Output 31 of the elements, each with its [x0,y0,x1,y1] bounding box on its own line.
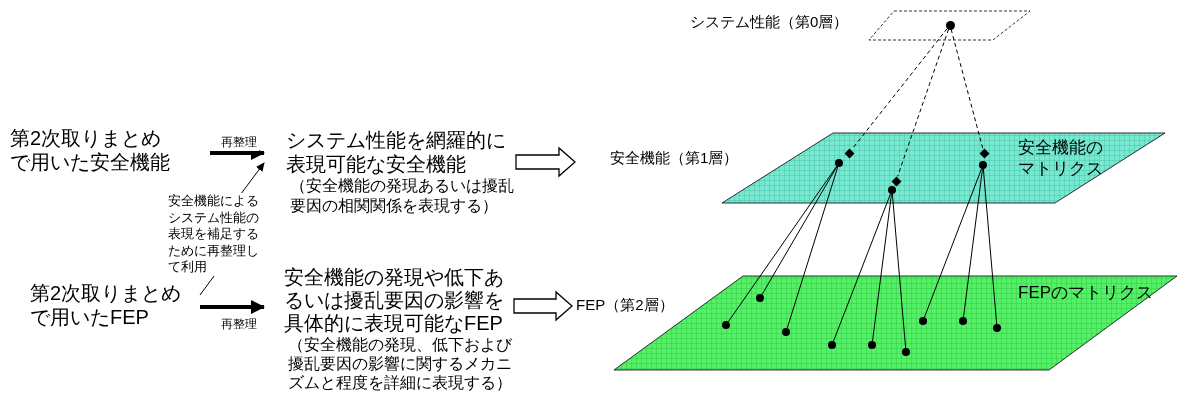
edge-label: 再整理 [219,316,259,333]
edge-label: 再整理 [219,134,259,151]
matrix-label: FEPのマトリクス [1018,282,1155,303]
note-text: 安全機能によるシステム性能の表現を補足するために再整理して利用 [168,193,260,276]
heading-text: 第2次取りまとめで用いたFEP [30,281,183,329]
dashed-line [897,28,950,177]
heading-text: 安全機能の発現や低下あるいは擾乱要因の影響を具体的に表現可能なFEP [284,266,505,335]
heading-text: システム性能を網羅的に表現可能な安全機能 [286,128,507,176]
layer-label: 安全機能（第1層） [610,149,739,168]
description-text: （安全機能の発現あるいは擾乱要因の相関関係を表現する） [290,176,515,216]
dashed-line [851,28,948,150]
dashed-line [950,28,984,149]
connector-line [761,165,838,296]
connector-line [963,168,983,318]
connector-line [872,193,892,342]
arrow [241,162,265,194]
layer-label: FEP（第2層） [576,296,674,315]
block-arrow [513,290,573,322]
connector-line [786,166,839,329]
arrow [200,300,265,314]
description-text: （安全機能の発現、低下および擾乱要因の影響に関するメカニズムと程度を詳細に表現する） [288,335,513,392]
connector-line [891,193,907,349]
connector-line [832,193,892,342]
connector-line [199,275,215,296]
layer-label: システム性能（第0層） [690,13,849,32]
connector-line [923,168,983,318]
block-arrow [515,146,576,178]
connector-line [982,168,998,325]
heading-text: 第2次取りまとめで用いた安全機能 [10,126,171,174]
connector-line [727,165,838,323]
matrix-label: 安全機能のマトリクス [1018,137,1104,179]
